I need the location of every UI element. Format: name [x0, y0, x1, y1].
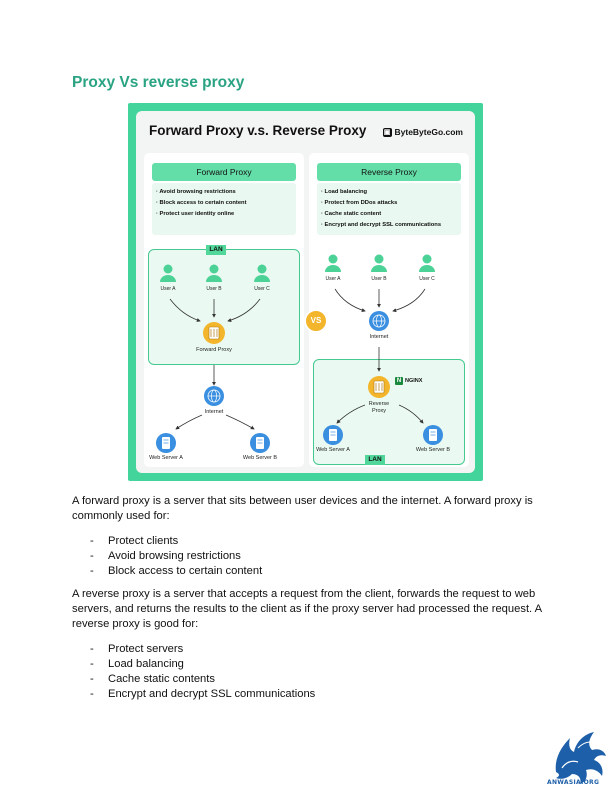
reverse-lan-box: [313, 359, 465, 465]
bytebytego-logo-icon: ▣: [382, 127, 392, 137]
server-icon: [423, 425, 443, 445]
nginx-label: NGINX: [405, 378, 423, 384]
internet-label: Internet: [369, 334, 389, 340]
server-label: Web Server A: [149, 455, 183, 461]
reverse-bullet: · Encrypt and decrypt SSL communications: [321, 222, 442, 228]
figure-brand: ▣ ByteByteGo.com: [382, 127, 464, 137]
list-item: - Load balancing: [72, 657, 315, 672]
reverse-lan-tag: LAN: [365, 455, 385, 465]
user-icon: [371, 254, 387, 272]
forward-lan-box: [148, 249, 300, 365]
list-marker: -: [90, 535, 94, 547]
user-label: User C: [254, 286, 270, 292]
reverse-proxy-server-icon: [368, 376, 390, 398]
server-label: Web Server A: [316, 447, 350, 453]
list-marker: -: [90, 658, 94, 670]
nginx-badge: N NGINX: [395, 377, 422, 385]
reverse-bullet: · Protect from DDos attacks: [321, 200, 398, 206]
dragon-logo-icon: [555, 732, 606, 784]
user-icon: [254, 264, 270, 282]
user-label: User C: [419, 276, 435, 282]
forward-bullets: · Avoid browsing restrictions · Block ac…: [152, 183, 296, 235]
forward-use-list: - Protect clients - Avoid browsing restric…: [72, 534, 262, 579]
list-item-text: Load balancing: [108, 658, 184, 670]
server-label: Web Server B: [242, 455, 278, 461]
reverse-proxy-paragraph: A reverse proxy is a server that accepts…: [72, 588, 542, 631]
internet-label: Internet: [204, 409, 224, 415]
list-item-text: Block access to certain content: [108, 565, 263, 577]
list-item-text: Encrypt and decrypt SSL communications: [108, 688, 316, 700]
reverse-bullet: · Load balancing: [321, 189, 368, 195]
list-marker: -: [90, 673, 94, 685]
list-marker: -: [90, 643, 94, 655]
forward-bullet: · Protect user identity online: [156, 211, 235, 217]
user-label: User A: [160, 286, 176, 292]
list-marker: -: [90, 550, 94, 562]
forward-proxy-panel: Forward Proxy · Avoid browsing restricti…: [144, 153, 304, 467]
forward-proxy-heading: Forward Proxy: [152, 163, 296, 181]
server-icon: [250, 433, 270, 453]
reverse-use-list: - Protect servers - Load balancing - Cache …: [72, 642, 315, 702]
list-item-text: Protect servers: [108, 643, 184, 655]
server-icon: [156, 433, 176, 453]
user-icon: [419, 254, 435, 272]
user-label: User B: [371, 276, 387, 282]
proxy-diagram-figure: Forward Proxy v.s. Reverse Proxy ▣ ByteB…: [128, 103, 483, 481]
reverse-proxy-panel: Reverse Proxy · Load balancing · Protect…: [309, 153, 469, 467]
page-title: Proxy Vs reverse proxy: [72, 74, 245, 91]
user-icon: [160, 264, 176, 282]
user-icon: [325, 254, 341, 272]
forward-proxy-paragraph: A forward proxy is a server that sits be…: [72, 495, 533, 523]
reverse-proxy-label: Reverse Proxy: [359, 401, 399, 415]
list-item: - Block access to certain content: [72, 564, 262, 579]
globe-icon: [204, 386, 224, 406]
reverse-bullet: · Cache static content: [321, 211, 382, 217]
reverse-proxy-label-line: Proxy: [371, 408, 387, 414]
forward-proxy-server-icon: [203, 322, 225, 344]
forward-bullet: · Block access to certain content: [156, 200, 247, 206]
figure-card: Forward Proxy v.s. Reverse Proxy ▣ ByteB…: [136, 111, 475, 473]
user-icon: [206, 264, 222, 282]
list-item-text: Cache static contents: [108, 673, 215, 685]
list-item: - Protect servers: [72, 642, 315, 657]
figure-title: Forward Proxy v.s. Reverse Proxy: [149, 123, 367, 138]
forward-proxy-label: Forward Proxy: [196, 347, 232, 353]
reverse-bullets: · Load balancing · Protect from DDos att…: [317, 183, 461, 235]
reverse-proxy-heading: Reverse Proxy: [317, 163, 461, 181]
nginx-logo-icon: N: [395, 377, 403, 385]
user-label: User A: [325, 276, 341, 282]
forward-bullet: · Avoid browsing restrictions: [156, 189, 236, 195]
list-item-text: Protect clients: [108, 535, 179, 547]
server-label: Web Server B: [415, 447, 451, 453]
logo-text: ANWASIA.ORG: [547, 779, 600, 786]
server-icon: [323, 425, 343, 445]
list-item: - Cache static contents: [72, 672, 315, 687]
user-label: User B: [206, 286, 222, 292]
globe-icon: [369, 311, 389, 331]
list-item-text: Avoid browsing restrictions: [108, 550, 241, 562]
list-marker: -: [90, 565, 94, 577]
vs-badge: VS: [304, 309, 328, 333]
forward-lan-tag: LAN: [206, 245, 226, 255]
forward-diagram-graphics: [156, 264, 270, 453]
list-item: - Avoid browsing restrictions: [72, 549, 262, 564]
list-item: - Protect clients: [72, 534, 262, 549]
reverse-diagram-graphics: [323, 254, 443, 445]
list-item: - Encrypt and decrypt SSL communications: [72, 687, 315, 702]
list-marker: -: [90, 688, 94, 700]
reverse-proxy-label-line: Reverse: [368, 401, 390, 407]
brand-text: ByteByteGo.com: [394, 127, 464, 137]
